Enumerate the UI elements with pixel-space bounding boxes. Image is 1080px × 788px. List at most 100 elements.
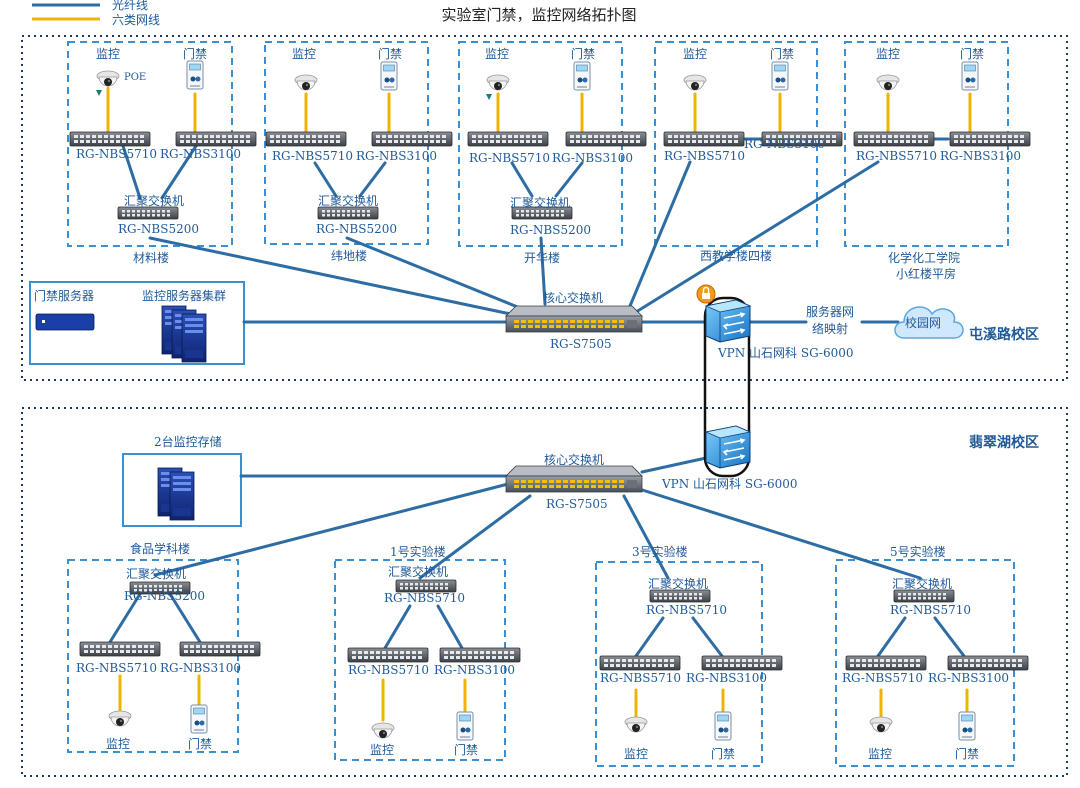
label-agg-model: RG-NBS5710 bbox=[646, 603, 727, 617]
label-door: 门禁 bbox=[183, 46, 207, 61]
fiber-s2-b bbox=[436, 604, 464, 650]
label-door: 门禁 bbox=[188, 736, 212, 751]
label-agg: 汇聚交换机 bbox=[510, 195, 570, 210]
label-switch-b: RG-NBS3100 bbox=[356, 149, 437, 163]
fiber-b2-b bbox=[358, 161, 387, 198]
fiber-s1-a bbox=[108, 592, 142, 644]
storage-tower-icon bbox=[169, 471, 195, 521]
agg-switch-icon bbox=[117, 206, 179, 220]
camera-icon bbox=[108, 710, 132, 727]
label-monitor: 监控 bbox=[370, 743, 394, 757]
switch-icon bbox=[179, 641, 261, 657]
switch-icon bbox=[663, 131, 745, 147]
camera-icon bbox=[624, 716, 648, 733]
label-agg: 汇聚交换机 bbox=[892, 576, 952, 591]
label-switch-b: RG-NBS3100 bbox=[160, 147, 241, 161]
label-agg: 汇聚交换机 bbox=[648, 576, 708, 591]
building-name: 3号实验楼 bbox=[632, 544, 688, 559]
switch-icon bbox=[853, 131, 935, 147]
fiber-link-south-4 bbox=[634, 486, 922, 580]
agg-switch-icon bbox=[649, 589, 711, 603]
label-core-switch: 核心交换机 bbox=[543, 290, 603, 305]
switch-icon bbox=[701, 655, 783, 671]
label-agg-model: RG-NBS5200 bbox=[124, 589, 205, 603]
switch-icon bbox=[845, 655, 927, 671]
fiber-s1-b bbox=[168, 592, 202, 644]
core-switch-icon bbox=[505, 465, 643, 493]
door-reader-icon bbox=[771, 61, 789, 91]
switch-icon bbox=[371, 131, 453, 147]
label-switch-b: RG-NBS3100 bbox=[160, 661, 241, 675]
fiber-link-north-5 bbox=[634, 160, 880, 314]
label-vpn: VPN 山石网科 SG-6000 bbox=[661, 477, 798, 491]
switch-icon bbox=[79, 641, 161, 657]
label-agg-model: RG-NBS5200 bbox=[316, 222, 397, 236]
label-door: 门禁 bbox=[454, 742, 478, 757]
label-agg-model: RG-NBS5710 bbox=[384, 591, 465, 605]
label-monitor: 监控 bbox=[96, 47, 120, 61]
label-switch-a: RG-NBS5710 bbox=[842, 671, 923, 685]
label-switch-a: RG-NBS5710 bbox=[600, 671, 681, 685]
firewall-icon bbox=[705, 425, 751, 469]
fiber-link-core-vpn-south bbox=[640, 456, 708, 474]
building-name: 西教学楼四楼 bbox=[700, 248, 772, 263]
core-switch-icon bbox=[505, 305, 643, 333]
label-monitor: 监控 bbox=[624, 747, 648, 761]
fiber-b3-a bbox=[510, 161, 534, 198]
fiber-link-south-2 bbox=[418, 494, 532, 580]
label-switch-b: RG-NBS3100 bbox=[940, 149, 1021, 163]
door-reader-icon bbox=[456, 711, 474, 741]
building-name-line1: 化学化工学院 bbox=[888, 250, 960, 265]
label-switch-a: RG-NBS5710 bbox=[469, 151, 550, 165]
label-mapping-1: 服务器网 bbox=[806, 304, 854, 319]
door-reader-icon bbox=[714, 711, 732, 741]
label-agg-model: RG-NBS5200 bbox=[118, 222, 199, 236]
fiber-b1-a bbox=[121, 144, 142, 200]
label-switch-a: RG-NBS5710 bbox=[76, 661, 157, 675]
label-agg-model: RG-NBS5200 bbox=[510, 223, 591, 237]
south-storage-box bbox=[122, 453, 242, 527]
camera-icon bbox=[96, 70, 120, 87]
server-tower-icon bbox=[181, 313, 207, 363]
label-mapping-2: 络映射 bbox=[812, 321, 848, 336]
switch-icon bbox=[347, 647, 429, 663]
door-reader-icon bbox=[190, 704, 208, 734]
vpn-tunnel bbox=[703, 296, 751, 478]
switch-icon bbox=[565, 131, 647, 147]
switch-icon bbox=[69, 131, 151, 147]
label-switch-a: RG-NBS5710 bbox=[76, 147, 157, 161]
legend-cat6-label: 六类网线 bbox=[112, 13, 160, 27]
label-agg: 汇聚交换机 bbox=[124, 193, 184, 208]
label-switch-a: RG-NBS5710 bbox=[856, 149, 937, 163]
camera-icon bbox=[876, 74, 900, 91]
fiber-b3-b bbox=[554, 161, 584, 198]
label-poe: POE bbox=[124, 72, 146, 83]
agg-switch-icon bbox=[317, 206, 379, 220]
building-name: 材料楼 bbox=[133, 250, 169, 265]
label-monitor-server-cluster: 监控服务器集群 bbox=[142, 288, 226, 303]
building-name: 1号实验楼 bbox=[390, 544, 446, 559]
label-agg: 汇聚交换机 bbox=[388, 564, 448, 579]
label-monitor: 监控 bbox=[683, 47, 707, 61]
switch-icon bbox=[947, 655, 1029, 671]
switch-icon bbox=[265, 131, 347, 147]
fiber-link-north-1 bbox=[148, 236, 522, 318]
lock-icon bbox=[696, 284, 716, 304]
building-name: 开华楼 bbox=[524, 250, 560, 265]
camera-icon bbox=[683, 74, 707, 91]
fiber-link-south-3 bbox=[622, 494, 670, 580]
door-reader-icon bbox=[380, 61, 398, 91]
campus-south-border bbox=[21, 407, 1068, 777]
legend-fiber-label: 光纤线 bbox=[112, 0, 148, 12]
label-door: 门禁 bbox=[960, 46, 984, 61]
door-reader-icon bbox=[958, 711, 976, 741]
label-switch-b: RG-NBS3100 bbox=[686, 671, 767, 685]
fiber-s4-a bbox=[876, 616, 907, 658]
label-agg: 汇聚交换机 bbox=[318, 193, 378, 208]
access-server-icon bbox=[35, 313, 95, 331]
campus-north-border bbox=[21, 35, 1068, 381]
fiber-s4-b bbox=[933, 616, 966, 658]
label-campus-net: 校园网 bbox=[905, 315, 941, 330]
fiber-link-south-1 bbox=[153, 482, 510, 577]
label-door: 门禁 bbox=[571, 46, 595, 61]
